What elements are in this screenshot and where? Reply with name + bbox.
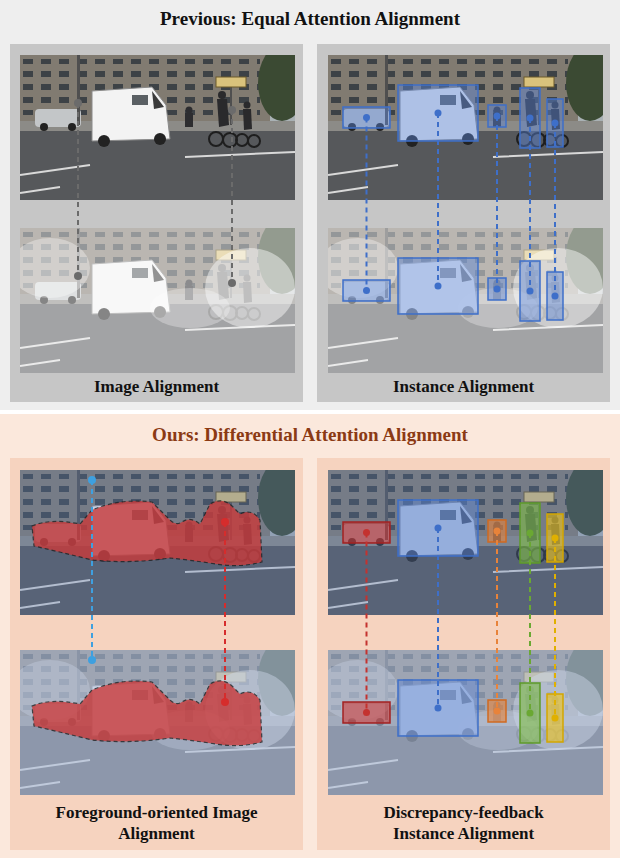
instance-alignment-links (363, 110, 559, 300)
foggy-scene (10, 218, 306, 373)
image-alignment-links (74, 99, 236, 287)
section-band: Ours: Differential Attention AlignmentFo… (0, 414, 620, 858)
foggy-scene (10, 640, 306, 795)
foreground-alignment-links (88, 476, 229, 706)
section-title: Previous: Equal Attention Alignment (160, 8, 460, 31)
foggy-scene (318, 640, 614, 795)
clear-scene (20, 460, 306, 615)
panel-caption: Instance Alignment (393, 377, 534, 397)
method-panel: Image Alignment (10, 44, 303, 402)
clear-scene (328, 460, 614, 615)
discrepancy-alignment-links (363, 525, 559, 722)
panel-caption: Image Alignment (94, 377, 219, 397)
section-band: Previous: Equal Attention AlignmentImage… (0, 0, 620, 410)
section-title: Ours: Differential Attention Alignment (152, 424, 468, 447)
method-panel: Instance Alignment (317, 44, 610, 402)
method-panel: Discrepancy-feedback Instance Alignment (317, 458, 610, 850)
panel-caption: Foreground-oriented Image Alignment (49, 803, 264, 844)
foggy-scene (318, 218, 614, 373)
panel-caption: Discrepancy-feedback Instance Alignment (356, 803, 571, 844)
clear-scene (20, 45, 306, 200)
method-panel: Foreground-oriented Image Alignment (10, 458, 303, 850)
clear-scene (328, 45, 614, 200)
